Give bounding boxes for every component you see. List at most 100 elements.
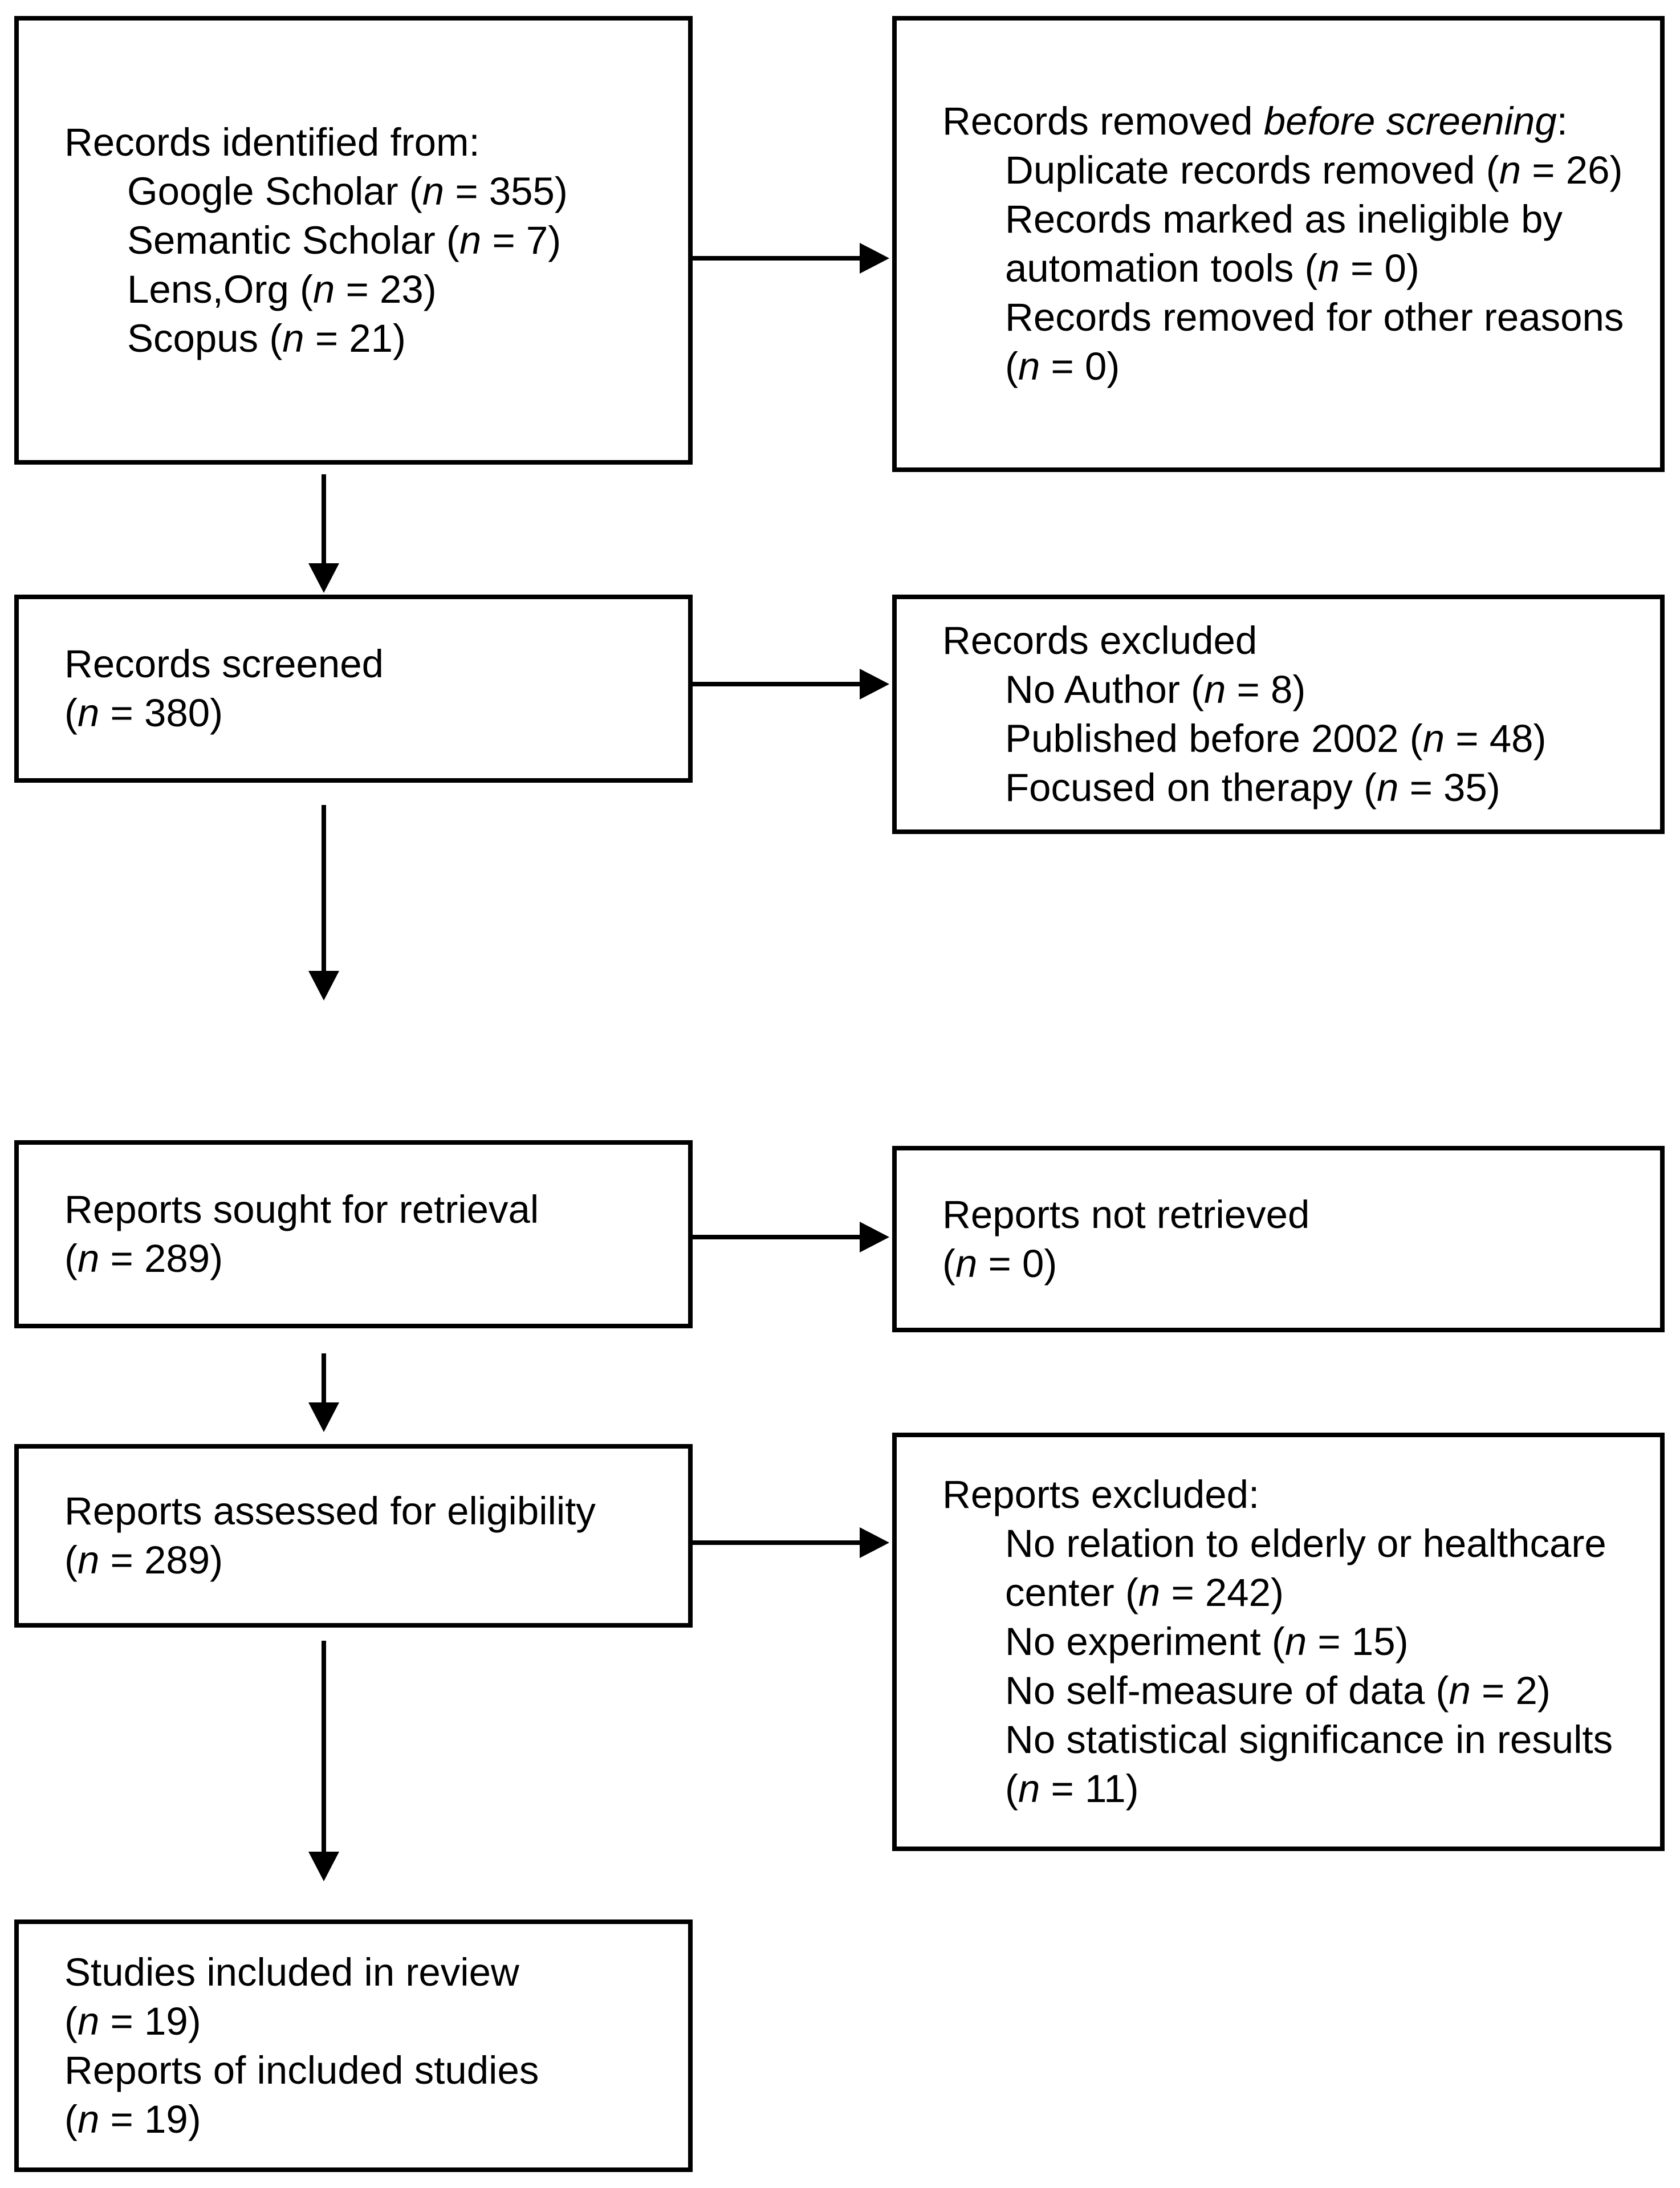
text-segment: = 48): [1445, 717, 1547, 760]
italic-text-segment: n: [422, 169, 445, 213]
text-segment: = 289): [99, 1538, 223, 1582]
text-line: (n = 289): [19, 1536, 688, 1585]
text-line: No experiment (n = 15): [897, 1617, 1660, 1666]
text-segment: = 289): [99, 1237, 223, 1280]
text-segment: = 26): [1521, 148, 1623, 192]
text-segment: Scopus (: [127, 316, 283, 360]
text-line: Records excluded: [897, 616, 1660, 665]
text-segment: = 242): [1160, 1571, 1284, 1614]
text-line: (n = 19): [19, 1997, 688, 2046]
text-segment: (: [64, 2097, 78, 2141]
arrow-head-down-icon: [308, 1402, 339, 1432]
italic-text-segment: n: [1449, 1669, 1471, 1713]
italic-text-segment: n: [1138, 1571, 1161, 1614]
box-content: Reports assessed for eligibility(n = 289…: [19, 1487, 688, 1585]
text-segment: = 23): [335, 267, 437, 311]
text-line: center (n = 242): [897, 1568, 1660, 1617]
text-segment: Records removed for other reasons: [1005, 295, 1624, 339]
box-records-screened: Records screened(n = 380): [14, 595, 693, 783]
text-line: Records marked as ineligible by: [897, 195, 1660, 244]
text-segment: Reports sought for retrieval: [64, 1187, 539, 1231]
italic-text-segment: n: [1422, 717, 1445, 760]
arrow-head-down-icon: [308, 563, 339, 593]
text-segment: = 19): [99, 2097, 201, 2141]
italic-text-segment: before screening: [1263, 99, 1557, 143]
text-line: No self-measure of data (n = 2): [897, 1666, 1660, 1715]
text-segment: Reports not retrieved: [942, 1192, 1310, 1237]
italic-text-segment: n: [312, 267, 335, 311]
text-line: No Author (n = 8): [897, 665, 1660, 714]
text-line: Studies included in review: [19, 1948, 688, 1997]
text-line: (n = 289): [19, 1234, 688, 1283]
arrow-shaft: [693, 1235, 863, 1239]
text-segment: Semantic Scholar (: [127, 218, 459, 262]
text-segment: (: [1005, 1767, 1018, 1811]
italic-text-segment: n: [77, 691, 100, 735]
text-line: Reports sought for retrieval: [19, 1185, 688, 1234]
text-line: Reports not retrieved: [897, 1190, 1660, 1239]
text-segment: Duplicate records removed (: [1005, 148, 1499, 192]
italic-text-segment: n: [1317, 246, 1340, 290]
text-line: Records identified from:: [19, 118, 688, 167]
text-segment: :: [1556, 99, 1568, 143]
text-line: Focused on therapy (n = 35): [897, 763, 1660, 812]
arrow-head-right-icon: [860, 243, 889, 274]
text-line: Google Scholar (n = 355): [19, 167, 688, 216]
italic-text-segment: n: [1284, 1620, 1307, 1664]
text-segment: = 21): [304, 316, 406, 360]
text-line: (n = 0): [897, 1239, 1660, 1288]
text-line: (n = 0): [897, 342, 1660, 391]
text-segment: No Author (: [1005, 668, 1205, 711]
text-segment: Records excluded: [942, 619, 1258, 662]
arrow-shaft: [322, 474, 326, 564]
text-segment: Lens,Org (: [127, 267, 313, 311]
box-content: Reports sought for retrieval(n = 289): [19, 1185, 688, 1283]
box-records-removed-before-screening: Records removed before screening:Duplica…: [892, 16, 1665, 472]
box-content: Records removed before screening:Duplica…: [897, 97, 1660, 391]
italic-text-segment: n: [1018, 344, 1040, 388]
text-segment: No relation to elderly or healthcare: [1005, 1522, 1606, 1565]
arrow-shaft: [322, 805, 326, 972]
box-content: Records screened(n = 380): [19, 640, 688, 738]
text-line: Reports of included studies: [19, 2046, 688, 2095]
text-line: Published before 2002 (n = 48): [897, 714, 1660, 763]
text-line: Reports excluded:: [897, 1470, 1660, 1519]
text-line: Records removed for other reasons: [897, 293, 1660, 342]
text-segment: = 7): [481, 218, 562, 262]
text-line: (n = 11): [897, 1764, 1660, 1813]
text-segment: center (: [1005, 1571, 1138, 1614]
text-line: Lens,Org (n = 23): [19, 265, 688, 314]
text-segment: Studies included in review: [64, 1950, 519, 1994]
text-segment: Records marked as ineligible by: [1005, 197, 1563, 241]
box-reports-not-retrieved: Reports not retrieved(n = 0): [892, 1146, 1665, 1332]
arrow-head-right-icon: [860, 669, 889, 699]
text-segment: automation tools (: [1005, 246, 1318, 290]
italic-text-segment: n: [1377, 766, 1399, 810]
arrow-head-right-icon: [860, 1222, 889, 1252]
box-reports-sought: Reports sought for retrieval(n = 289): [14, 1140, 693, 1328]
arrow-shaft: [322, 1641, 326, 1853]
text-segment: (: [64, 1999, 78, 2043]
text-segment: = 355): [444, 169, 568, 213]
text-segment: = 0): [1040, 344, 1120, 388]
italic-text-segment: n: [77, 1237, 100, 1280]
arrow-shaft: [693, 682, 863, 686]
text-segment: Focused on therapy (: [1005, 766, 1377, 810]
text-segment: = 8): [1226, 668, 1306, 711]
arrow-shaft: [322, 1353, 326, 1404]
text-segment: = 11): [1040, 1767, 1139, 1811]
text-segment: (: [64, 1538, 78, 1582]
arrow-shaft: [693, 256, 863, 261]
text-segment: = 19): [99, 1999, 201, 2043]
text-line: automation tools (n = 0): [897, 244, 1660, 293]
box-content: Reports excluded:No relation to elderly …: [897, 1470, 1660, 1813]
text-segment: No experiment (: [1005, 1620, 1285, 1664]
text-line: Records removed before screening:: [897, 97, 1660, 146]
text-line: (n = 19): [19, 2095, 688, 2144]
text-segment: = 380): [99, 691, 223, 735]
text-line: No statistical significance in results: [897, 1715, 1660, 1764]
arrow-shaft: [693, 1540, 863, 1545]
italic-text-segment: n: [1018, 1767, 1040, 1811]
text-line: Scopus (n = 21): [19, 314, 688, 363]
